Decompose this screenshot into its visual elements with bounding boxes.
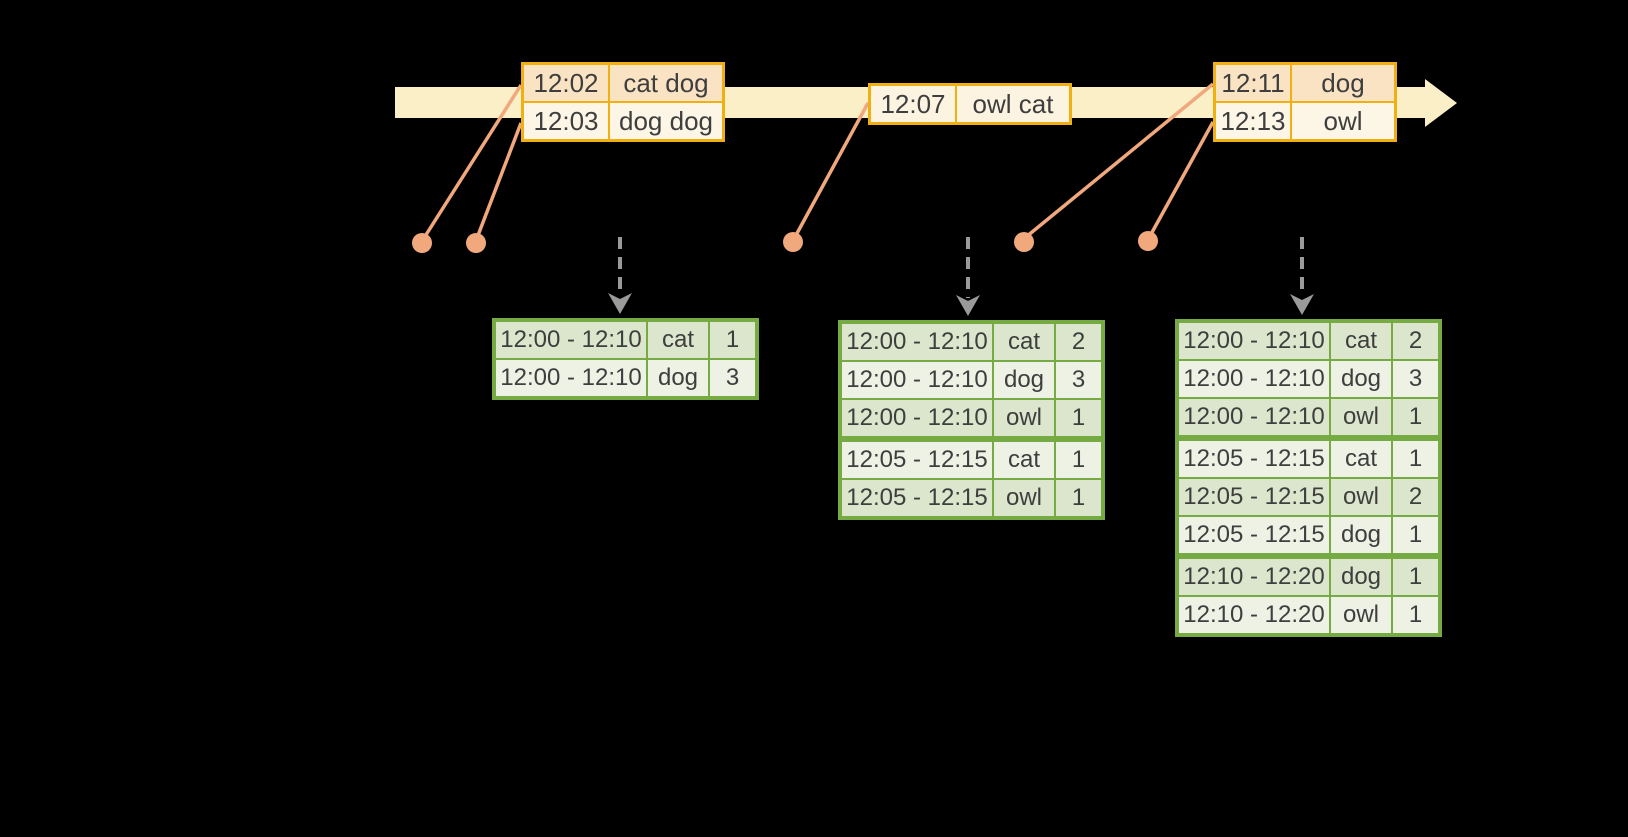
word-cell: cat [994, 324, 1054, 360]
window-cell: 12:00 - 12:10 [496, 322, 646, 358]
word-cell: cat [994, 442, 1054, 478]
result-row: 12:00 - 12:10 cat 2 [1179, 323, 1438, 359]
event-time: 12:07 [871, 86, 955, 122]
word-cell: dog [994, 362, 1054, 398]
word-cell: dog [1331, 559, 1391, 595]
window-cell: 12:00 - 12:10 [842, 400, 992, 436]
count-cell: 2 [1056, 324, 1101, 360]
event-table-2: 12:07 owl cat [868, 83, 1072, 125]
result-row: 12:10 - 12:20 owl 1 [1179, 597, 1438, 633]
event-words: owl [1292, 103, 1394, 139]
count-cell: 3 [710, 360, 755, 396]
event-connector-line [475, 122, 523, 239]
window-cell: 12:05 - 12:15 [1179, 517, 1329, 553]
word-cell: owl [994, 400, 1054, 436]
word-cell: owl [1331, 399, 1391, 435]
event-time-dot-icon [466, 233, 486, 253]
result-row: 12:00 - 12:10 cat 1 [496, 322, 755, 358]
trigger-arrow-icon [608, 237, 632, 314]
window-cell: 12:00 - 12:10 [1179, 399, 1329, 435]
window-cell: 12:10 - 12:20 [1179, 597, 1329, 633]
event-connector-line [793, 102, 870, 238]
result-row: 12:10 - 12:20 dog 1 [1179, 559, 1438, 595]
window-cell: 12:05 - 12:15 [842, 480, 992, 516]
window-cell: 12:05 - 12:15 [1179, 441, 1329, 477]
result-row: 12:00 - 12:10 dog 3 [842, 362, 1101, 398]
event-time: 12:11 [1216, 65, 1290, 101]
word-cell: cat [648, 322, 708, 358]
word-cell: dog [1331, 361, 1391, 397]
event-words: dog dog [610, 103, 722, 139]
event-words: owl cat [957, 86, 1069, 122]
word-cell: cat [1331, 441, 1391, 477]
result-row: 12:05 - 12:15 owl 1 [842, 480, 1101, 516]
window-cell: 12:10 - 12:20 [1179, 559, 1329, 595]
timeline-arrowhead-icon [1425, 79, 1457, 127]
window-cell: 12:05 - 12:15 [1179, 479, 1329, 515]
event-time-dot-icon [1138, 231, 1158, 251]
count-cell: 3 [1056, 362, 1101, 398]
window-cell: 12:00 - 12:10 [496, 360, 646, 396]
event-time: 12:03 [524, 103, 608, 139]
word-cell: owl [994, 480, 1054, 516]
count-cell: 2 [1393, 479, 1438, 515]
word-cell: dog [648, 360, 708, 396]
event-time: 12:13 [1216, 103, 1290, 139]
result-row: 12:00 - 12:10 owl 1 [842, 400, 1101, 436]
window-cell: 12:00 - 12:10 [842, 362, 992, 398]
event-connector-line [422, 84, 523, 239]
count-cell: 1 [1056, 442, 1101, 478]
word-cell: owl [1331, 597, 1391, 633]
result-row: 12:05 - 12:15 dog 1 [1179, 517, 1438, 553]
word-cell: owl [1331, 479, 1391, 515]
count-cell: 2 [1393, 323, 1438, 359]
word-cell: dog [1331, 517, 1391, 553]
window-cell: 12:00 - 12:10 [842, 324, 992, 360]
count-cell: 1 [710, 322, 755, 358]
count-cell: 1 [1393, 517, 1438, 553]
result-row: 12:00 - 12:10 cat 2 [842, 324, 1101, 360]
event-time: 12:02 [524, 65, 608, 101]
count-cell: 1 [1056, 480, 1101, 516]
event-time-dot-icon [412, 233, 432, 253]
window-cell: 12:00 - 12:10 [1179, 323, 1329, 359]
result-table-2: 12:00 - 12:10 cat 2 12:00 - 12:10 dog 3 … [838, 320, 1105, 520]
result-row: 12:00 - 12:10 dog 3 [496, 360, 755, 396]
result-row: 12:05 - 12:15 owl 2 [1179, 479, 1438, 515]
event-time-dot-icon [1014, 232, 1034, 252]
count-cell: 3 [1393, 361, 1438, 397]
trigger-arrow-icon [1290, 237, 1314, 315]
count-cell: 1 [1393, 441, 1438, 477]
count-cell: 1 [1393, 597, 1438, 633]
result-row: 12:05 - 12:15 cat 1 [1179, 441, 1438, 477]
count-cell: 1 [1056, 400, 1101, 436]
event-words: cat dog [610, 65, 722, 101]
event-table-1: 12:02 cat dog 12:03 dog dog [521, 62, 725, 142]
event-time-dot-icon [783, 232, 803, 252]
event-connector-line [1024, 82, 1215, 239]
result-row: 12:00 - 12:10 dog 3 [1179, 361, 1438, 397]
count-cell: 1 [1393, 559, 1438, 595]
word-cell: cat [1331, 323, 1391, 359]
result-table-1: 12:00 - 12:10 cat 1 12:00 - 12:10 dog 3 [492, 318, 759, 400]
event-connector-line [1148, 121, 1215, 237]
count-cell: 1 [1393, 399, 1438, 435]
event-table-3: 12:11 dog 12:13 owl [1213, 62, 1397, 142]
window-cell: 12:05 - 12:15 [842, 442, 992, 478]
event-words: dog [1292, 65, 1394, 101]
trigger-arrow-icon [956, 237, 980, 316]
window-cell: 12:00 - 12:10 [1179, 361, 1329, 397]
result-table-3: 12:00 - 12:10 cat 2 12:00 - 12:10 dog 3 … [1175, 319, 1442, 637]
result-row: 12:00 - 12:10 owl 1 [1179, 399, 1438, 435]
result-row: 12:05 - 12:15 cat 1 [842, 442, 1101, 478]
